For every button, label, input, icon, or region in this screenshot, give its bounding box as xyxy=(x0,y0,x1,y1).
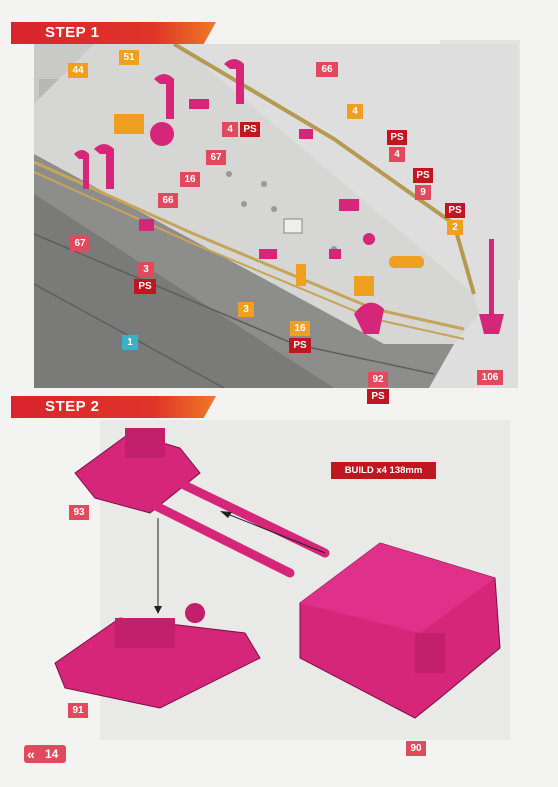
step-1-deck-illustration xyxy=(34,44,518,388)
step-2-turret-illustration xyxy=(54,428,501,719)
label-67: 67 xyxy=(206,150,226,165)
label-ps: PS xyxy=(289,338,311,353)
part-16-plate xyxy=(296,264,306,286)
deck-hatch xyxy=(283,218,303,234)
hull-lower xyxy=(34,194,334,388)
part-4-bollard xyxy=(339,199,359,211)
label-16: 16 xyxy=(180,172,200,187)
label-16-orange: 16 xyxy=(290,321,310,336)
label-93: 93 xyxy=(69,505,89,520)
deck-fitting xyxy=(261,181,267,187)
deck-surface xyxy=(34,44,479,344)
label-ps: PS xyxy=(240,122,260,137)
deck-fitting xyxy=(241,201,247,207)
part-4-bollard xyxy=(189,99,209,109)
part-91-trunnion xyxy=(115,618,175,648)
label-9: 9 xyxy=(415,185,431,200)
part-106-base xyxy=(479,314,504,334)
part-vent-small xyxy=(74,150,89,189)
part-raft xyxy=(354,276,374,296)
arrow-head-icon xyxy=(220,511,232,518)
part-93-breech xyxy=(125,428,165,458)
deck-fitting xyxy=(271,206,277,212)
part-fitting xyxy=(299,129,313,139)
part-93-gun-barrel xyxy=(175,478,330,558)
step-1-title: STEP 1 xyxy=(45,24,100,41)
label-1: 1 xyxy=(122,335,138,350)
part-3-fitting xyxy=(139,219,154,231)
label-51: 51 xyxy=(119,50,139,65)
label-66: 66 xyxy=(316,62,338,77)
arrow-head-icon xyxy=(154,606,162,614)
label-ps: PS xyxy=(367,389,389,404)
railing-starboard xyxy=(172,44,476,295)
double-chevron-left-icon: « xyxy=(27,746,35,762)
step-1-banner: STEP 1 xyxy=(11,22,216,44)
part-51-raft xyxy=(114,114,144,134)
label-3: 3 xyxy=(138,262,154,277)
part-66-vent xyxy=(224,59,244,104)
label-ps: PS xyxy=(413,168,433,183)
label-4: 4 xyxy=(222,122,238,137)
label-67b: 67 xyxy=(70,236,90,251)
label-4b: 4 xyxy=(389,147,405,162)
build-quantity-note: BUILD x4 138mm xyxy=(331,462,436,479)
label-44: 44 xyxy=(68,63,88,78)
part-90-turret-detail xyxy=(415,633,445,673)
part-vent xyxy=(154,74,174,119)
label-3-orange: 3 xyxy=(238,302,254,317)
part-9-capstan xyxy=(363,233,375,245)
label-90: 90 xyxy=(406,741,426,756)
label-92: 92 xyxy=(368,372,388,387)
part-90-turret-top xyxy=(300,543,495,633)
label-2: 2 xyxy=(447,220,463,235)
label-ps: PS xyxy=(445,203,465,218)
label-ps: PS xyxy=(134,279,156,294)
deck-fitting xyxy=(226,171,232,177)
label-ps: PS xyxy=(387,130,407,145)
label-91: 91 xyxy=(68,703,88,718)
assembly-arrow xyxy=(224,512,326,554)
part-16-winch xyxy=(150,122,174,146)
part-91-mount xyxy=(185,603,205,623)
part-67-vent xyxy=(94,144,114,189)
label-66b: 66 xyxy=(158,193,178,208)
railing-port-lower xyxy=(34,171,465,340)
part-bollard xyxy=(259,249,277,259)
page-number-badge: « 14 xyxy=(24,745,66,763)
label-106: 106 xyxy=(477,370,503,385)
part-106-jackstaff xyxy=(489,239,494,324)
step-2-banner: STEP 2 xyxy=(11,396,216,418)
part-bollard xyxy=(329,249,341,259)
label-4-orange: 4 xyxy=(347,104,363,119)
part-92-anchor-gear xyxy=(354,302,384,334)
part-93-gun-barrel xyxy=(145,498,295,578)
step-2-title: STEP 2 xyxy=(45,398,100,415)
part-2-boat xyxy=(389,256,424,268)
page-number: 14 xyxy=(45,747,59,761)
deck-drawing xyxy=(34,44,504,388)
railing-port xyxy=(34,160,465,331)
